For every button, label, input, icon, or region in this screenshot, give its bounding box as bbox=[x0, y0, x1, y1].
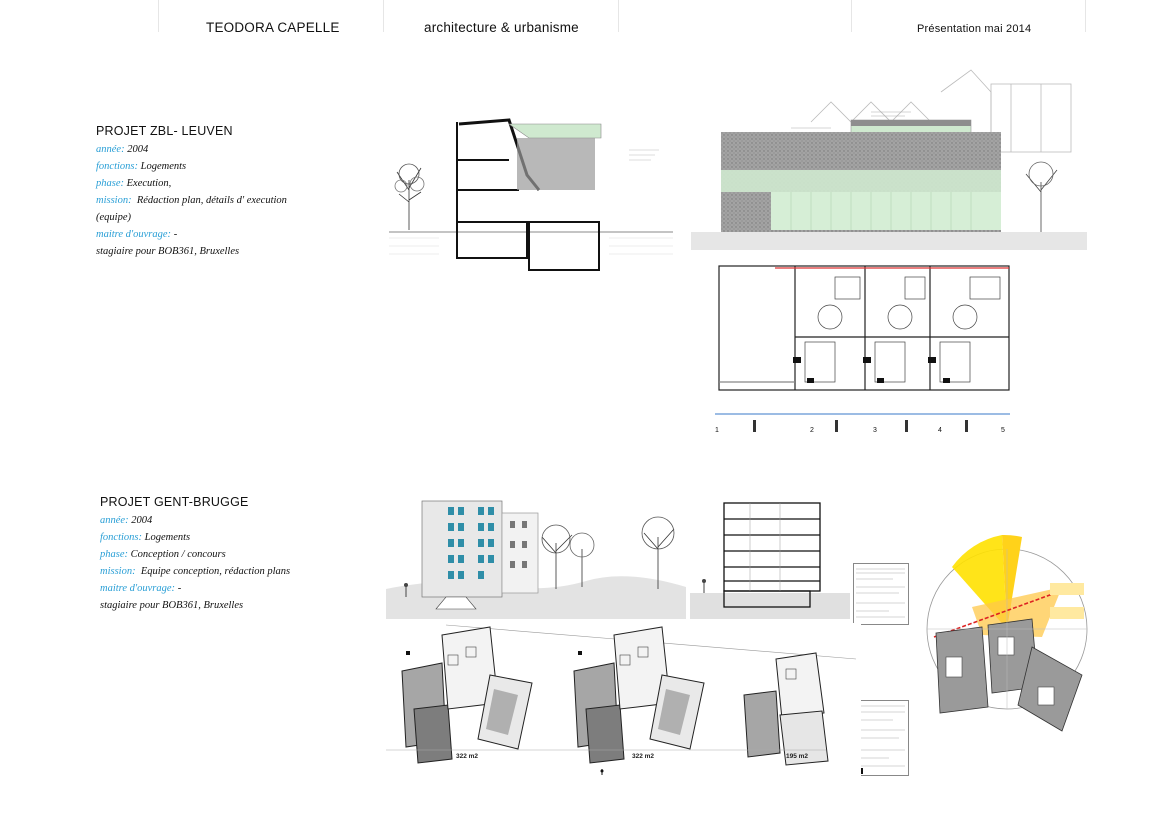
presentation-date: Présentation mai 2014 bbox=[917, 23, 1032, 35]
zbl-section-drawing bbox=[389, 110, 673, 272]
phase-value: Conception / concours bbox=[130, 549, 226, 560]
zbl-elevation-drawing bbox=[691, 62, 1087, 252]
mission-value: Equipe conception, rédaction plans bbox=[140, 566, 291, 577]
owner-value: - bbox=[177, 583, 182, 594]
mission-value: Rédaction plan, détails d' execution bbox=[136, 195, 287, 206]
functions-value: Logements bbox=[144, 532, 191, 543]
header-divider bbox=[158, 0, 159, 32]
year-value: 2004 bbox=[127, 144, 149, 155]
header-divider bbox=[851, 0, 852, 32]
area-label: 322 m2 bbox=[456, 753, 478, 760]
area-label: 322 m2 bbox=[632, 753, 654, 760]
functions-value: Logements bbox=[140, 161, 187, 172]
axis-label: 3 bbox=[873, 427, 877, 434]
project-note: stagiaire pour BOB361, Bruxelles bbox=[96, 246, 240, 257]
owner-value: - bbox=[173, 229, 178, 240]
gent-elevation-drawing bbox=[386, 497, 686, 619]
owner-label: maitre d'ouvrage: bbox=[100, 583, 176, 594]
axis-label: 5 bbox=[1001, 427, 1005, 434]
header-divider bbox=[1085, 0, 1086, 32]
title-block bbox=[853, 563, 909, 625]
project-gent-brugge: PROJET GENT-BRUGGE année: 2004 fonctions… bbox=[100, 493, 290, 614]
title-block bbox=[853, 700, 909, 776]
project-zbl-leuven: PROJET ZBL- LEUVEN année: 2004 fonctions… bbox=[96, 122, 287, 260]
year-value: 2004 bbox=[131, 515, 153, 526]
area-label: 195 m2 bbox=[786, 753, 808, 760]
gent-section-drawing bbox=[690, 497, 850, 619]
sun-study-diagram bbox=[922, 527, 1092, 735]
phase-value: Execution, bbox=[126, 178, 172, 189]
author-name: TEODORA CAPELLE bbox=[206, 20, 340, 35]
year-label: année: bbox=[100, 515, 129, 526]
phase-label: phase: bbox=[100, 549, 128, 560]
mission-label: mission: bbox=[96, 195, 132, 206]
functions-label: fonctions: bbox=[100, 532, 142, 543]
gent-floor-plans: 322 m2 322 m2 195 m2 bbox=[386, 623, 861, 778]
header-divider bbox=[618, 0, 619, 32]
mission-continued: (equipe) bbox=[96, 212, 131, 223]
phase-label: phase: bbox=[96, 178, 124, 189]
zbl-floor-plan: 1 2 3 4 5 bbox=[715, 262, 1015, 437]
axis-label: 2 bbox=[810, 427, 814, 434]
project-title: PROJET GENT-BRUGGE bbox=[100, 495, 249, 509]
author-discipline: architecture & urbanisme bbox=[424, 20, 579, 35]
axis-label: 4 bbox=[938, 427, 942, 434]
functions-label: fonctions: bbox=[96, 161, 138, 172]
year-label: année: bbox=[96, 144, 125, 155]
mission-label: mission: bbox=[100, 566, 136, 577]
project-title: PROJET ZBL- LEUVEN bbox=[96, 124, 233, 138]
header-divider bbox=[383, 0, 384, 32]
owner-label: maitre d'ouvrage: bbox=[96, 229, 172, 240]
project-note: stagiaire pour BOB361, Bruxelles bbox=[100, 600, 244, 611]
axis-label: 1 bbox=[715, 427, 719, 434]
